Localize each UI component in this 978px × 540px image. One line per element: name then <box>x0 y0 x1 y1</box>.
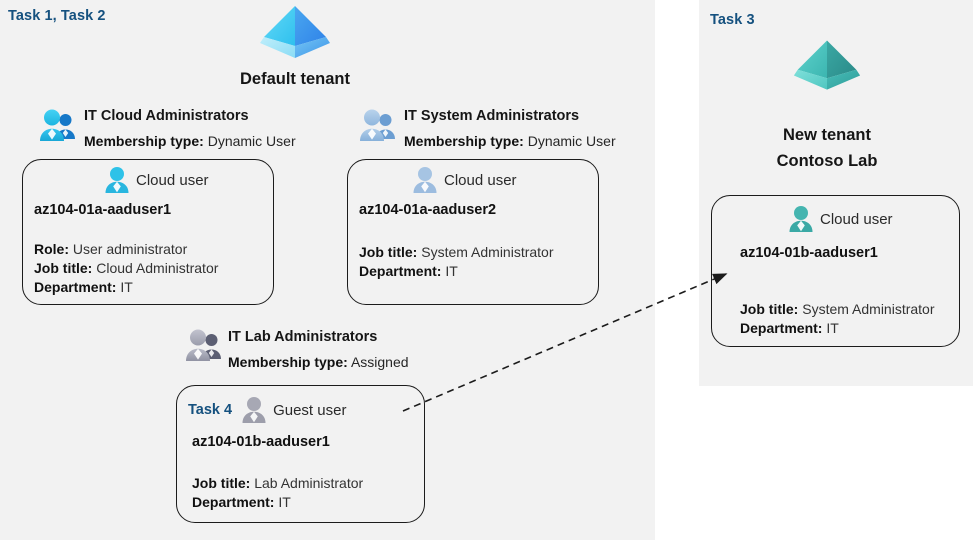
attr-row: Role: User administrator <box>34 240 218 259</box>
attr-row: Department: IT <box>740 319 935 338</box>
card-username-aaduser1-default: az104-01a-aaduser1 <box>34 202 172 218</box>
group-membership-system-admins: Membership type: Dynamic User <box>404 133 616 149</box>
attr-row: Job title: System Administrator <box>740 300 935 319</box>
user-type-label: Cloud user <box>444 171 517 189</box>
attr-key: Department: <box>34 279 117 295</box>
attr-value: IT <box>445 263 458 279</box>
user-type-label: Cloud user <box>136 171 209 189</box>
card-username-aaduser1-contoso: az104-01b-aaduser1 <box>740 245 878 261</box>
attr-key: Role: <box>34 241 69 257</box>
attr-row: Department: IT <box>192 493 363 512</box>
card-head-aaduser1-default: Cloud user <box>104 166 209 194</box>
membership-value: Dynamic User <box>527 133 616 149</box>
membership-key: Membership type: <box>404 133 524 149</box>
cloud-user-icon <box>789 206 813 232</box>
attr-row: Job title: Lab Administrator <box>192 474 363 493</box>
group-title-cloud-admins: IT Cloud Administrators <box>84 108 249 124</box>
user-card-aaduser1-contoso[interactable] <box>711 195 960 347</box>
attr-key: Department: <box>359 263 442 279</box>
attr-value: System Administrator <box>802 301 935 317</box>
membership-value: Dynamic User <box>207 133 296 149</box>
attr-value: Cloud Administrator <box>96 260 219 276</box>
azure-ad-tenant-icon-default <box>260 6 330 58</box>
attr-value: User administrator <box>72 241 188 257</box>
group-membership-lab-admins: Membership type: Assigned <box>228 354 409 370</box>
attr-row: Job title: System Administrator <box>359 243 554 262</box>
attr-row: Department: IT <box>359 262 554 281</box>
default-tenant-caption: Default tenant <box>239 70 350 88</box>
cloud-user-icon <box>413 167 437 193</box>
card-attributes-aaduser1-default: Role: User administrator Job title: Clou… <box>34 240 218 297</box>
card-username-aaduser2-default: az104-01a-aaduser2 <box>359 202 497 218</box>
new-tenant-caption-line2: Contoso Lab <box>776 152 878 170</box>
attr-value: Lab Administrator <box>254 475 364 491</box>
attr-row: Job title: Cloud Administrator <box>34 259 218 278</box>
cloud-user-icon <box>105 167 129 193</box>
default-tenant-panel <box>0 0 655 540</box>
user-type-label: Guest user <box>273 401 347 419</box>
attr-row: Department: IT <box>34 278 218 297</box>
attr-key: Job title: <box>34 260 93 276</box>
card-head-aaduser2-default: Cloud user <box>412 166 517 194</box>
attr-key: Department: <box>740 320 823 336</box>
user-type-label: Cloud user <box>820 210 893 228</box>
membership-key: Membership type: <box>228 354 348 370</box>
membership-key: Membership type: <box>84 133 204 149</box>
card-attributes-guest-aaduser1: Job title: Lab Administrator Department:… <box>192 474 363 512</box>
attr-key: Department: <box>192 494 275 510</box>
group-title-system-admins: IT System Administrators <box>404 108 580 124</box>
user-card-guest-aaduser1[interactable] <box>176 385 425 523</box>
attr-value: IT <box>120 279 133 295</box>
membership-value: Assigned <box>350 354 409 370</box>
group-users-icon-cloud-admins <box>40 109 75 141</box>
guest-user-icon <box>242 397 266 423</box>
group-membership-cloud-admins: Membership type: Dynamic User <box>84 133 296 149</box>
attr-value: IT <box>278 494 291 510</box>
attr-key: Job title: <box>359 244 418 260</box>
card-head-aaduser1-contoso: Cloud user <box>788 205 893 233</box>
group-users-icon-lab-admins <box>186 329 221 361</box>
card-head-guest-aaduser1: Task 4 Guest user <box>188 396 346 424</box>
attr-key: Job title: <box>740 301 799 317</box>
user-card-aaduser1-default[interactable] <box>22 159 274 305</box>
attr-key: Job title: <box>192 475 251 491</box>
card-attributes-aaduser1-contoso: Job title: System Administrator Departme… <box>740 300 935 338</box>
group-users-icon-system-admins <box>360 109 395 141</box>
group-title-lab-admins: IT Lab Administrators <box>228 329 378 345</box>
new-tenant-caption-line1: New tenant <box>782 126 871 144</box>
azure-ad-tenant-icon-new <box>793 40 861 90</box>
card-attributes-aaduser2-default: Job title: System Administrator Departme… <box>359 243 554 281</box>
attr-value: IT <box>826 320 839 336</box>
task-label-4: Task 4 <box>188 402 233 418</box>
card-username-guest-aaduser1: az104-01b-aaduser1 <box>192 434 330 450</box>
task-label-1-2: Task 1, Task 2 <box>8 8 106 24</box>
task-label-3: Task 3 <box>710 12 755 28</box>
attr-value: System Administrator <box>421 244 554 260</box>
